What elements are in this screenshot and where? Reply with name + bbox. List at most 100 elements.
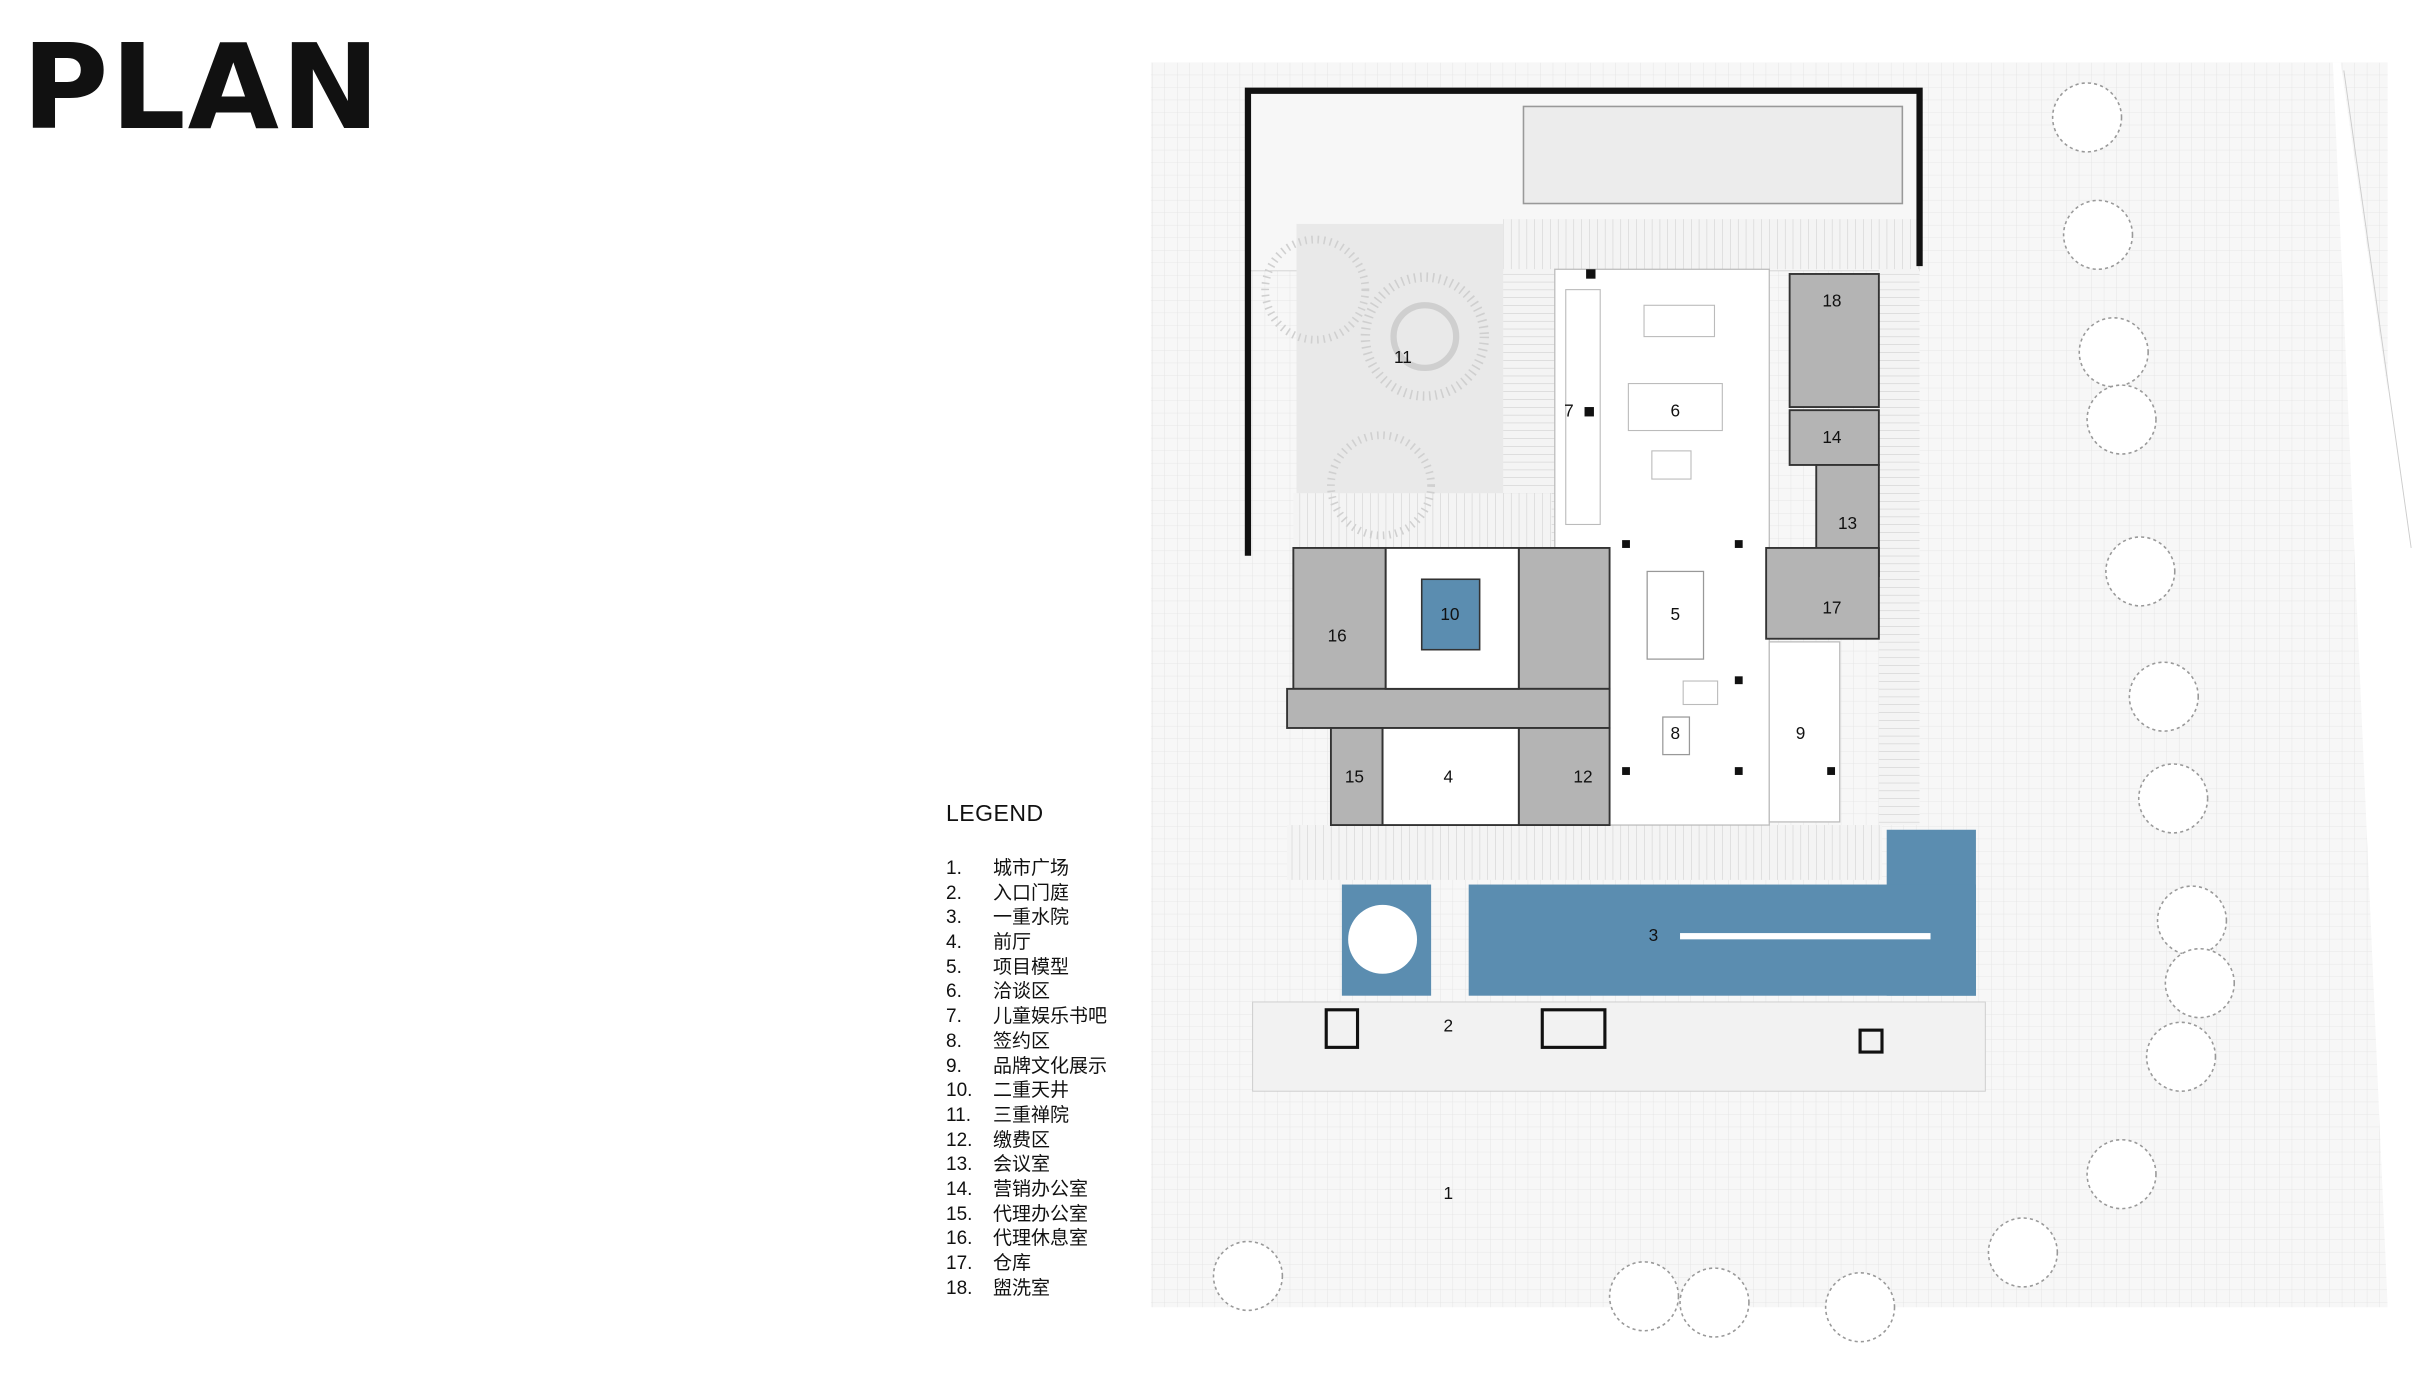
legend-item-number: 1. [946, 858, 962, 879]
tree-icon [1679, 1267, 1750, 1338]
columns [1584, 269, 1836, 775]
decking-right [1878, 269, 1920, 826]
legend-item-label: 签约区 [993, 1030, 1051, 1052]
legend-item-label: 城市广场 [993, 858, 1070, 879]
legend-item-number: 13. [946, 1154, 973, 1176]
legend-item: 15. 代理办公室 [946, 1203, 1107, 1228]
entrance-gates [1324, 1008, 1884, 1054]
legend-heading: LEGEND [946, 800, 1044, 826]
legend-item: 9. 品牌文化展示 [946, 1055, 1107, 1080]
legend-item-label: 洽谈区 [993, 981, 1051, 1003]
tree-icon [2051, 82, 2123, 153]
legend-item-number: 6. [946, 981, 962, 1003]
room-label-5: 5 [1671, 604, 1681, 624]
tree-icon [1212, 1240, 1284, 1312]
legend-item: 18. 盥洗室 [946, 1277, 1107, 1302]
room-label-12: 12 [1573, 767, 1592, 787]
room-label-11: 11 [1394, 347, 1412, 367]
room-label-3: 3 [1649, 925, 1659, 945]
tree-icon [2145, 1021, 2217, 1092]
room-label-2: 2 [1444, 1016, 1454, 1036]
brand-display [1768, 641, 1841, 823]
legend-item-number: 3. [946, 907, 962, 929]
legend-item: 4.前厅 [946, 931, 1107, 956]
tree-icon [1824, 1272, 1896, 1343]
room-label-18: 18 [1822, 291, 1841, 311]
legend-item-label: 项目模型 [993, 956, 1070, 978]
legend-item: 17.仓库 [946, 1252, 1107, 1277]
legend-item: 13. 会议室 [946, 1153, 1107, 1178]
water-court [1341, 829, 1976, 996]
legend-item: 3. 一重水院 [946, 906, 1107, 931]
room-label-13: 13 [1838, 513, 1857, 533]
legend-item-number: 12. [946, 1129, 973, 1151]
legend-item-number: 8. [946, 1030, 962, 1052]
room-label-10: 10 [1440, 604, 1459, 624]
furniture [1565, 289, 1723, 706]
legend-item-label: 品牌文化展示 [993, 1055, 1108, 1077]
legend-item: 8. 签约区 [946, 1030, 1107, 1055]
tree-icon [2062, 199, 2134, 271]
trees [1212, 82, 2236, 1343]
tree-icon [2128, 661, 2200, 732]
legend-item: 5. 项目模型 [946, 956, 1107, 981]
legend-item-label: 盥洗室 [993, 1277, 1051, 1299]
legend-item-number: 15. [946, 1203, 973, 1225]
legend-item-number: 5. [946, 956, 962, 978]
legend-item-number: 9. [946, 1055, 962, 1077]
page-title: PLAN [22, 18, 382, 156]
perimeter-wall [1244, 87, 1923, 556]
legend-item-label: 仓库 [993, 1253, 1032, 1274]
room-label-9: 9 [1796, 723, 1806, 743]
legend-item-label: 一重水院 [993, 907, 1070, 929]
legend-item: 16. 代理休息室 [946, 1227, 1107, 1252]
legend-item-number: 7. [946, 1006, 962, 1028]
legend-item-number: 18. [946, 1277, 973, 1299]
room-label-15: 15 [1345, 767, 1364, 787]
zen-courtyard [1261, 223, 1504, 540]
legend-item-label: 会议室 [993, 1154, 1051, 1176]
legend-item: 14. 营销办公室 [946, 1178, 1107, 1203]
room-label-17: 17 [1822, 598, 1841, 618]
legend-item: 7. 儿童娱乐书吧 [946, 1005, 1107, 1030]
legend-item-label: 三重禅院 [993, 1104, 1070, 1126]
room-label-16: 16 [1328, 626, 1347, 646]
legend-item-label: 缴费区 [993, 1129, 1051, 1151]
tree-icon [2086, 384, 2157, 455]
light-well-water [1420, 578, 1481, 651]
tree-icon [2086, 1138, 2157, 1210]
legend-item-label: 代理办公室 [993, 1203, 1089, 1225]
room-label-1: 1 [1444, 1183, 1454, 1203]
room-label-14: 14 [1822, 427, 1842, 447]
legend-item-number: 14. [946, 1178, 973, 1200]
legend-item: 1. 城市广场 [946, 857, 1107, 882]
room-labels: 1 2 3 4 5 6 7 8 9 10 11 12 13 14 15 16 1… [1328, 291, 1858, 1203]
legend-item: 11.三重禅院 [946, 1104, 1107, 1129]
legend-item: 6. 洽谈区 [946, 980, 1107, 1005]
entrance-court [1252, 1001, 1986, 1092]
legend-item: 12. 缴费区 [946, 1129, 1107, 1154]
legend-item-label: 前厅 [993, 932, 1032, 954]
tree-icon [2164, 947, 2236, 1019]
tree-icon [2105, 536, 2176, 607]
legend-item-label: 营销办公室 [993, 1178, 1089, 1200]
legend-item: 2. 入口门庭 [946, 882, 1107, 907]
legend-item-label: 儿童娱乐书吧 [993, 1006, 1108, 1028]
legend-item-number: 16. [946, 1228, 973, 1250]
tree-icon [2078, 317, 2149, 388]
legend-item-number: 2. [946, 882, 962, 904]
room-label-6: 6 [1671, 400, 1681, 420]
model-table [1646, 570, 1705, 660]
legend-item-label: 代理休息室 [993, 1228, 1089, 1250]
top-pool [1522, 105, 1904, 205]
legend-item-number: 10. [946, 1080, 973, 1102]
legend-item-label: 二重天井 [993, 1080, 1070, 1102]
legend-item-label: 入口门庭 [993, 882, 1070, 904]
decking-mid [1293, 493, 1552, 548]
lobby [1381, 727, 1520, 826]
tree-icon [1987, 1217, 2059, 1288]
room-label-8: 8 [1671, 723, 1681, 743]
room-label-4: 4 [1444, 767, 1454, 787]
